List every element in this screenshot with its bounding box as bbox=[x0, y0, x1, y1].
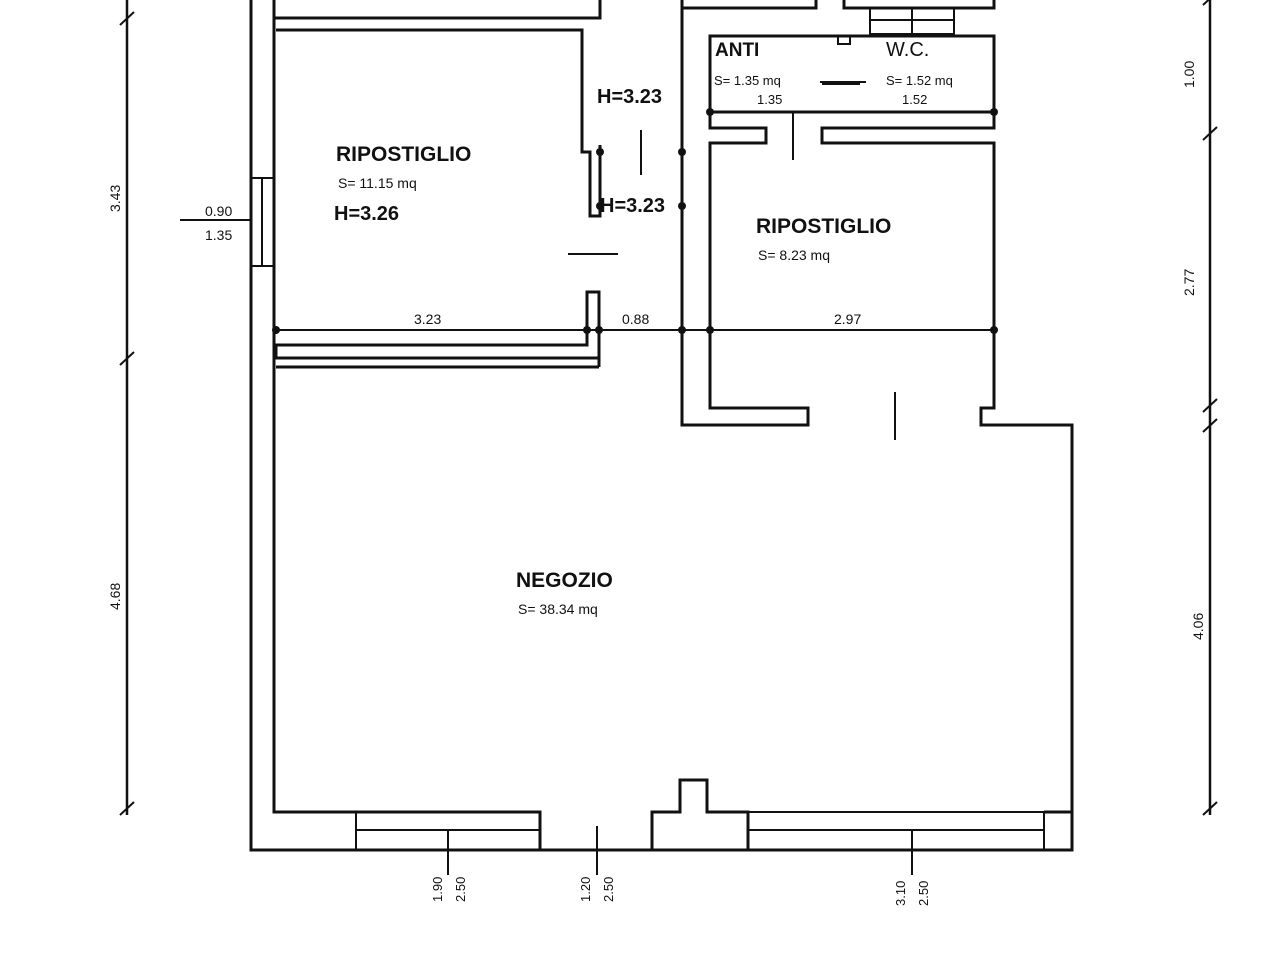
storage-left-height: H=3.26 bbox=[334, 203, 399, 225]
dim-right-mid: 2.77 bbox=[1181, 269, 1197, 296]
storage-right-name: RIPOSTIGLIO bbox=[756, 215, 891, 238]
dim-left-upper: 3.43 bbox=[107, 185, 123, 212]
internal-dimensions bbox=[180, 108, 998, 334]
walls bbox=[249, 0, 1074, 852]
bottom-window-2-height: 2.50 bbox=[916, 881, 931, 906]
top-wall-left bbox=[274, 0, 602, 20]
bottom-wall bbox=[356, 778, 1072, 850]
corridor-height-mid: H=3.23 bbox=[600, 195, 665, 217]
shop-area: S= 38.34 mq bbox=[518, 601, 598, 617]
exterior-dimensions bbox=[119, 0, 1218, 875]
window-left-height: 1.35 bbox=[205, 227, 232, 243]
labels: RIPOSTIGLIO S= 11.15 mq H=3.26 H=3.23 H=… bbox=[107, 39, 1206, 906]
anti-width: 1.35 bbox=[757, 92, 782, 107]
storage-left-width: 3.23 bbox=[414, 311, 441, 327]
storage-left-inner-top bbox=[276, 28, 602, 218]
wc-width: 1.52 bbox=[902, 92, 927, 107]
anti-name: ANTI bbox=[715, 40, 759, 61]
storage-right-width: 2.97 bbox=[834, 311, 861, 327]
bottom-window-1-height: 2.50 bbox=[453, 877, 468, 902]
storage-right-area: S= 8.23 mq bbox=[758, 247, 830, 263]
bottom-window-1-width: 1.90 bbox=[430, 877, 445, 902]
inner-left-wall bbox=[272, 0, 356, 814]
anti-area: S= 1.35 mq bbox=[714, 73, 781, 88]
dim-left-lower: 4.68 bbox=[107, 583, 123, 610]
corridor-height-top: H=3.23 bbox=[597, 86, 662, 108]
bottom-door-width: 1.20 bbox=[578, 877, 593, 902]
window-left-width: 0.90 bbox=[205, 203, 232, 219]
bathroom-block-wall bbox=[680, 0, 996, 427]
storage-left-area: S= 11.15 mq bbox=[338, 175, 417, 191]
shop-name: NEGOZIO bbox=[516, 569, 613, 592]
wc-area: S= 1.52 mq bbox=[886, 73, 953, 88]
bottom-window-2-width: 3.10 bbox=[893, 881, 908, 906]
dim-right-top: 1.00 bbox=[1181, 61, 1197, 88]
corridor-width: 0.88 bbox=[622, 311, 649, 327]
wc-name: W.C. bbox=[886, 39, 929, 61]
dim-right-lower: 4.06 bbox=[1190, 613, 1206, 640]
corridor-left-wall bbox=[274, 290, 601, 360]
bottom-door-height: 2.50 bbox=[601, 877, 616, 902]
storage-left-name: RIPOSTIGLIO bbox=[336, 143, 471, 166]
